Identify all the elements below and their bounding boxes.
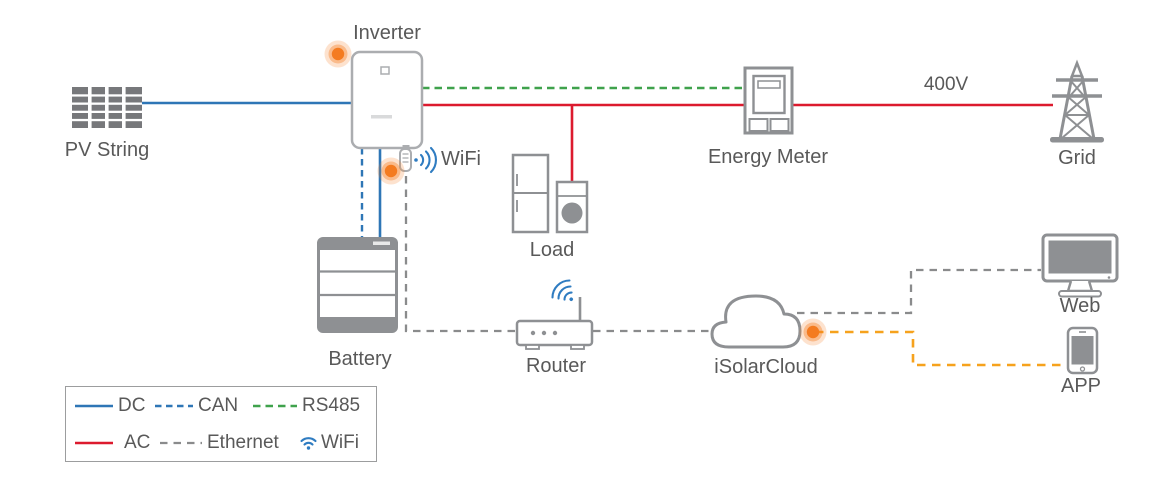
dongle-wifi-signal-icon (414, 146, 438, 174)
app-line-cloud-to-phone (815, 330, 1066, 367)
hotspot-dot-inverter (324, 40, 352, 68)
legend-dc-label: DC (118, 394, 146, 416)
load-washer-icon (555, 180, 589, 234)
router-wifi-signal-icon (551, 279, 574, 302)
legend-row-1: DC CAN RS485 (66, 389, 376, 422)
inverter-indicator (380, 66, 390, 75)
legend-can-label: CAN (198, 394, 239, 416)
legend-ethernet-line (160, 441, 202, 444)
ethernet-line-dongle-to-router (404, 176, 516, 333)
hotspot-dot-dongle (377, 157, 405, 185)
web-label: Web (1059, 295, 1101, 317)
pv-string-label: PV String (64, 139, 150, 161)
load-fridge-icon (511, 153, 550, 234)
inverter-label: Inverter (353, 22, 421, 44)
inverter-icon (350, 50, 424, 150)
inverter-brand-mark (371, 115, 392, 119)
battery-icon (317, 237, 398, 333)
legend-wifi-label: WiFi (321, 431, 359, 453)
ethernet-line-cloud-to-web (797, 268, 1041, 315)
legend-row-2: AC Ethernet WiFi (66, 426, 376, 459)
legend-rs485-line (253, 404, 297, 407)
grid-label: Grid (1058, 147, 1096, 169)
wifi-dongle-icon (399, 145, 412, 172)
connection-lines (142, 86, 1066, 367)
pv-panel-icon (72, 87, 142, 128)
legend-dc-line (75, 404, 113, 407)
legend-ac-label: AC (124, 431, 151, 453)
legend-wifi-icon (300, 436, 317, 450)
legend-rs485-label: RS485 (302, 394, 361, 416)
legend-ac-line (75, 441, 113, 444)
legend-box: DC CAN RS485 AC Ethernet Wi (65, 386, 377, 462)
wifi-dongle-label: WiFi (441, 148, 481, 170)
isolarcloud-label: iSolarCloud (714, 356, 818, 378)
grid-tower-icon (1050, 59, 1104, 143)
battery-brand-mark (373, 241, 390, 245)
energy-meter-label: Energy Meter (707, 146, 829, 168)
app-label: APP (1060, 375, 1102, 397)
battery-label: Battery (328, 348, 392, 370)
router-label: Router (525, 355, 587, 377)
legend-can-line (155, 404, 193, 407)
hotspot-dot-cloud (799, 318, 827, 346)
energy-meter-icon (743, 66, 794, 135)
load-label: Load (529, 239, 575, 261)
web-monitor-icon (1041, 233, 1119, 298)
app-phone-icon (1066, 326, 1099, 375)
grid-voltage-label: 400V (923, 74, 969, 95)
cloud-icon (710, 294, 802, 349)
legend-ethernet-label: Ethernet (207, 431, 279, 453)
router-icon (515, 297, 594, 350)
